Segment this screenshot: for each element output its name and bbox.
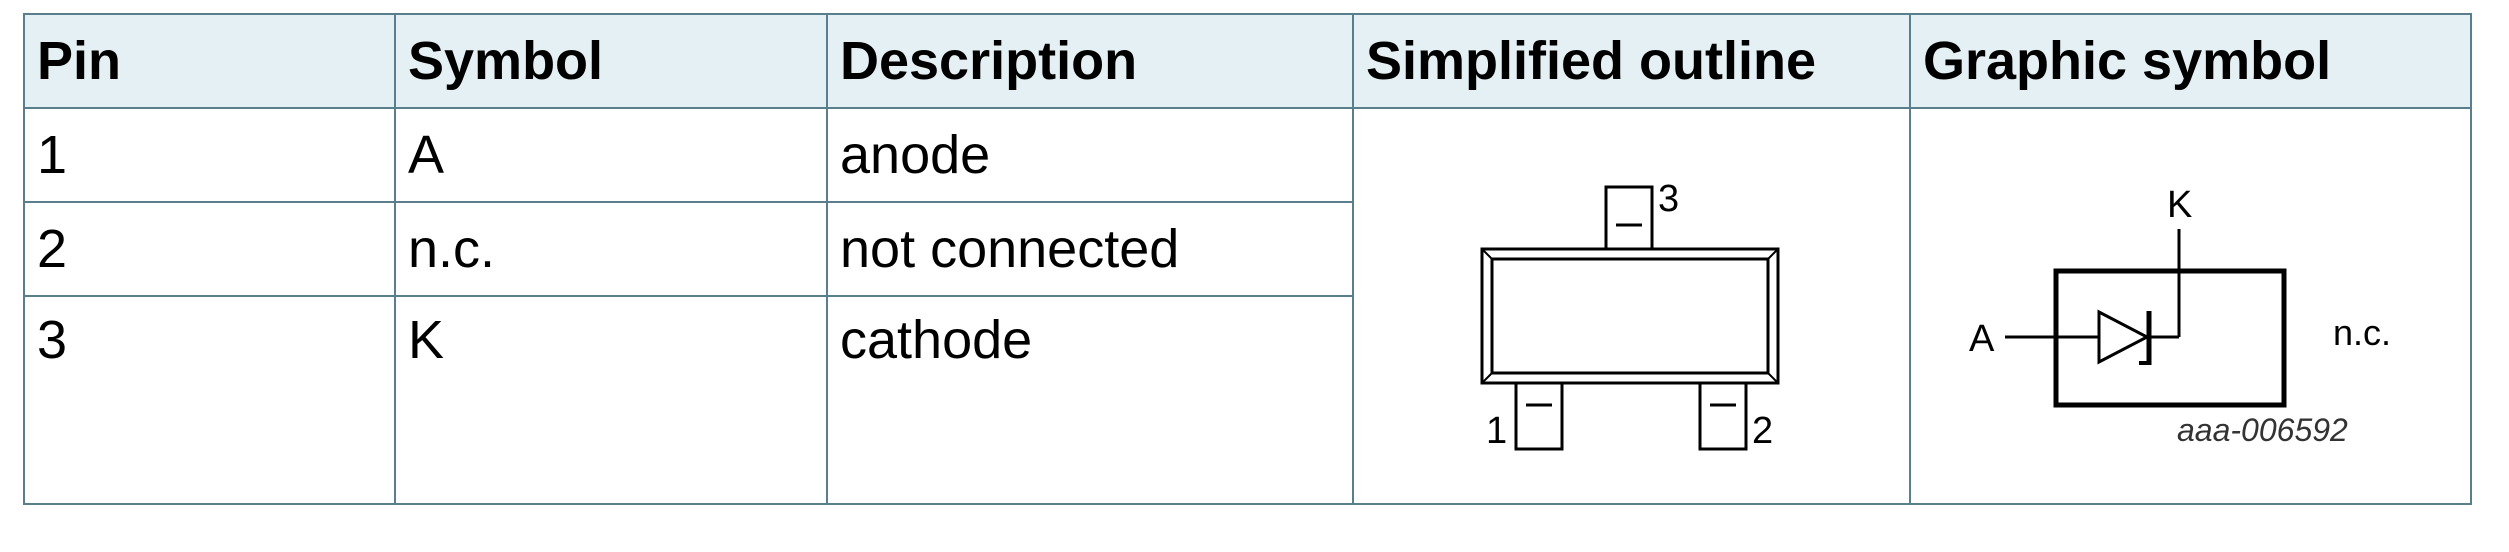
cell-pin: 1 bbox=[23, 107, 396, 203]
cell-pin: 3 bbox=[23, 295, 396, 505]
body-corner bbox=[1481, 372, 1493, 384]
figure-code: aaa-006592 bbox=[2177, 412, 2348, 448]
graphic-symbol-cell: K A n.c. aaa-006592 bbox=[1909, 107, 2472, 505]
package-body-outer bbox=[1480, 247, 1780, 385]
anode-label: A bbox=[1969, 318, 1995, 360]
body-corner bbox=[1767, 372, 1779, 384]
table-header-row: Pin Symbol Description Simplified outlin… bbox=[23, 13, 2472, 109]
cell-description: cathode bbox=[826, 295, 1354, 505]
pin3-label: 3 bbox=[1658, 178, 1679, 220]
pin1-tab bbox=[1514, 381, 1564, 451]
simplified-outline-cell: 3 1 2 bbox=[1352, 107, 1911, 505]
diode-triangle-icon bbox=[2097, 309, 2151, 365]
header-description: Description bbox=[826, 13, 1354, 109]
pin1-label: 1 bbox=[1486, 410, 1507, 452]
package-body-inner bbox=[1490, 257, 1770, 375]
cell-symbol: A bbox=[394, 107, 828, 203]
pin2-label: 2 bbox=[1752, 410, 1773, 452]
table-row: 1 A anode 3 bbox=[23, 107, 2472, 505]
body-corner bbox=[1767, 248, 1779, 260]
pin2-tab bbox=[1698, 381, 1748, 451]
cell-description: anode bbox=[826, 107, 1354, 203]
cell-symbol: n.c. bbox=[394, 201, 828, 297]
body-corner bbox=[1481, 248, 1493, 260]
cathode-label: K bbox=[2167, 184, 2192, 226]
cell-description: not connected bbox=[826, 201, 1354, 297]
header-graphic-symbol: Graphic symbol bbox=[1909, 13, 2472, 109]
pin-description-table: Pin Symbol Description Simplified outlin… bbox=[23, 13, 2472, 505]
sot23-outline-figure: 3 1 2 bbox=[1480, 178, 1780, 452]
cell-symbol: K bbox=[394, 295, 828, 505]
header-symbol: Symbol bbox=[394, 13, 828, 109]
table-row: 3 K cathode bbox=[23, 295, 2471, 505]
header-pin: Pin bbox=[23, 13, 396, 109]
pin3-tab bbox=[1604, 185, 1654, 251]
cell-pin: 2 bbox=[23, 201, 396, 297]
header-simplified-outline: Simplified outline bbox=[1352, 13, 1911, 109]
diode-symbol-figure: K A n.c. aaa-006592 bbox=[1969, 184, 2391, 448]
table-row: 2 n.c. not connected bbox=[23, 201, 2471, 297]
nc-label: n.c. bbox=[2333, 312, 2391, 353]
